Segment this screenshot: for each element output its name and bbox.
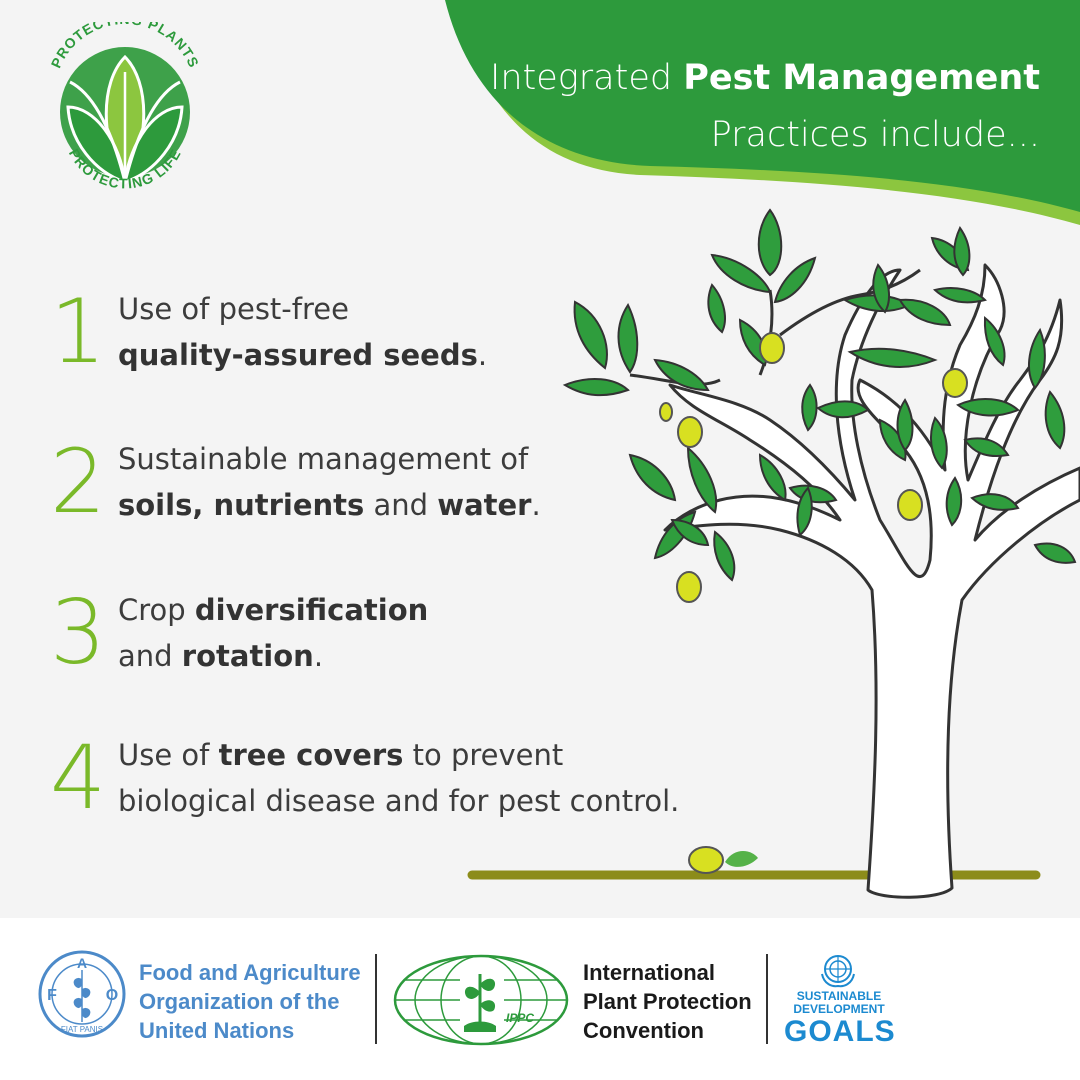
practice-line: quality-assured seeds. — [118, 332, 487, 378]
practice-number: 4 — [50, 726, 106, 829]
fao-logo-icon: A F O FIAT PANIS — [38, 950, 126, 1038]
practice-plain: Crop — [118, 593, 195, 627]
fao-name-line: Organization of the — [139, 989, 340, 1014]
protecting-plants-badge-icon: PROTECTING PLANTS PROTECTING LIFE — [48, 22, 202, 191]
practice-line: Sustainable management of — [118, 442, 529, 476]
tree-lemons — [659, 332, 968, 603]
practice-punct: . — [313, 639, 324, 673]
header-wave-green — [445, 0, 1080, 212]
sdg-line: SUSTAINABLE — [796, 989, 882, 1003]
fao-name-line: United Nations — [139, 1018, 295, 1043]
ippc-name-line: Plant Protection — [583, 989, 752, 1014]
practice-number: 3 — [50, 581, 106, 684]
fao-letter-f: F — [47, 987, 57, 1004]
ippc-logo-text: IPPC — [506, 1011, 534, 1025]
practice-item-1: 1 Use of pest-free quality-assured seeds… — [40, 286, 487, 378]
fao-letter-a: A — [77, 955, 87, 971]
practice-plain: to prevent — [403, 738, 564, 772]
practice-bold: rotation — [181, 639, 314, 673]
practice-text: Use of pest-free quality-assured seeds. — [118, 286, 487, 378]
practice-text: Use of tree covers to prevent biological… — [118, 732, 679, 824]
sdg-line: DEVELOPMENT — [793, 1002, 885, 1016]
header-title-line2: Practices include... — [710, 115, 1040, 155]
fao-motto: FIAT PANIS — [61, 1025, 103, 1034]
ippc-name-line: International — [583, 960, 716, 985]
practice-plain: Use of — [118, 738, 219, 772]
tree-leaves — [562, 208, 1077, 582]
ippc-name: International Plant Protection Conventio… — [583, 958, 752, 1045]
sdg-logo: SUSTAINABLE DEVELOPMENT GOALS — [784, 956, 896, 1048]
practice-line: Use of tree covers to prevent — [118, 732, 679, 778]
practice-line: and rotation. — [118, 633, 428, 679]
practice-bold: soils, nutrients — [118, 488, 365, 522]
practice-line: Crop diversification — [118, 587, 428, 633]
practice-line: soils, nutrients and water. — [118, 482, 541, 528]
practice-bold: tree covers — [218, 738, 404, 772]
practice-plain: and — [118, 639, 182, 673]
footer-logos: A F O FIAT PANIS Food and Agriculture Or… — [0, 918, 1080, 1080]
practice-bold: diversification — [194, 593, 429, 627]
practice-punct: . — [477, 338, 488, 372]
practice-text: Crop diversification and rotation. — [118, 587, 428, 679]
practice-item-4: 4 Use of tree covers to prevent biologic… — [40, 732, 679, 824]
ippc-name-line: Convention — [583, 1018, 704, 1043]
sdg-goals: GOALS — [784, 1015, 896, 1048]
practice-bold: quality-assured seeds — [118, 338, 478, 372]
practice-number: 2 — [50, 430, 106, 533]
footer-divider — [375, 954, 377, 1044]
ippc-logo-icon: IPPC — [393, 954, 569, 1046]
header-title: Integrated Pest Management Practices inc… — [420, 50, 1040, 164]
header-title-bold: Pest Management — [683, 58, 1040, 98]
fao-name-line: Food and Agriculture — [139, 960, 361, 985]
practice-text: Sustainable management of soils, nutrien… — [118, 436, 541, 528]
practice-punct: . — [531, 488, 541, 522]
practice-bold: water — [437, 488, 532, 522]
practice-item-3: 3 Crop diversification and rotation. — [40, 587, 428, 679]
fao-name: Food and Agriculture Organization of the… — [139, 958, 361, 1045]
practice-item-2: 2 Sustainable management of soils, nutri… — [40, 436, 541, 528]
un-emblem-icon — [821, 955, 855, 988]
fallen-lemon — [688, 846, 758, 874]
footer-divider — [766, 954, 768, 1044]
practice-number: 1 — [50, 280, 106, 383]
fao-letter-o: O — [106, 987, 118, 1004]
practice-line: Use of pest-free — [118, 292, 349, 326]
practice-connector: and — [364, 488, 438, 522]
practice-line: biological disease and for pest control. — [118, 784, 680, 818]
header-title-pre: Integrated — [490, 58, 684, 98]
